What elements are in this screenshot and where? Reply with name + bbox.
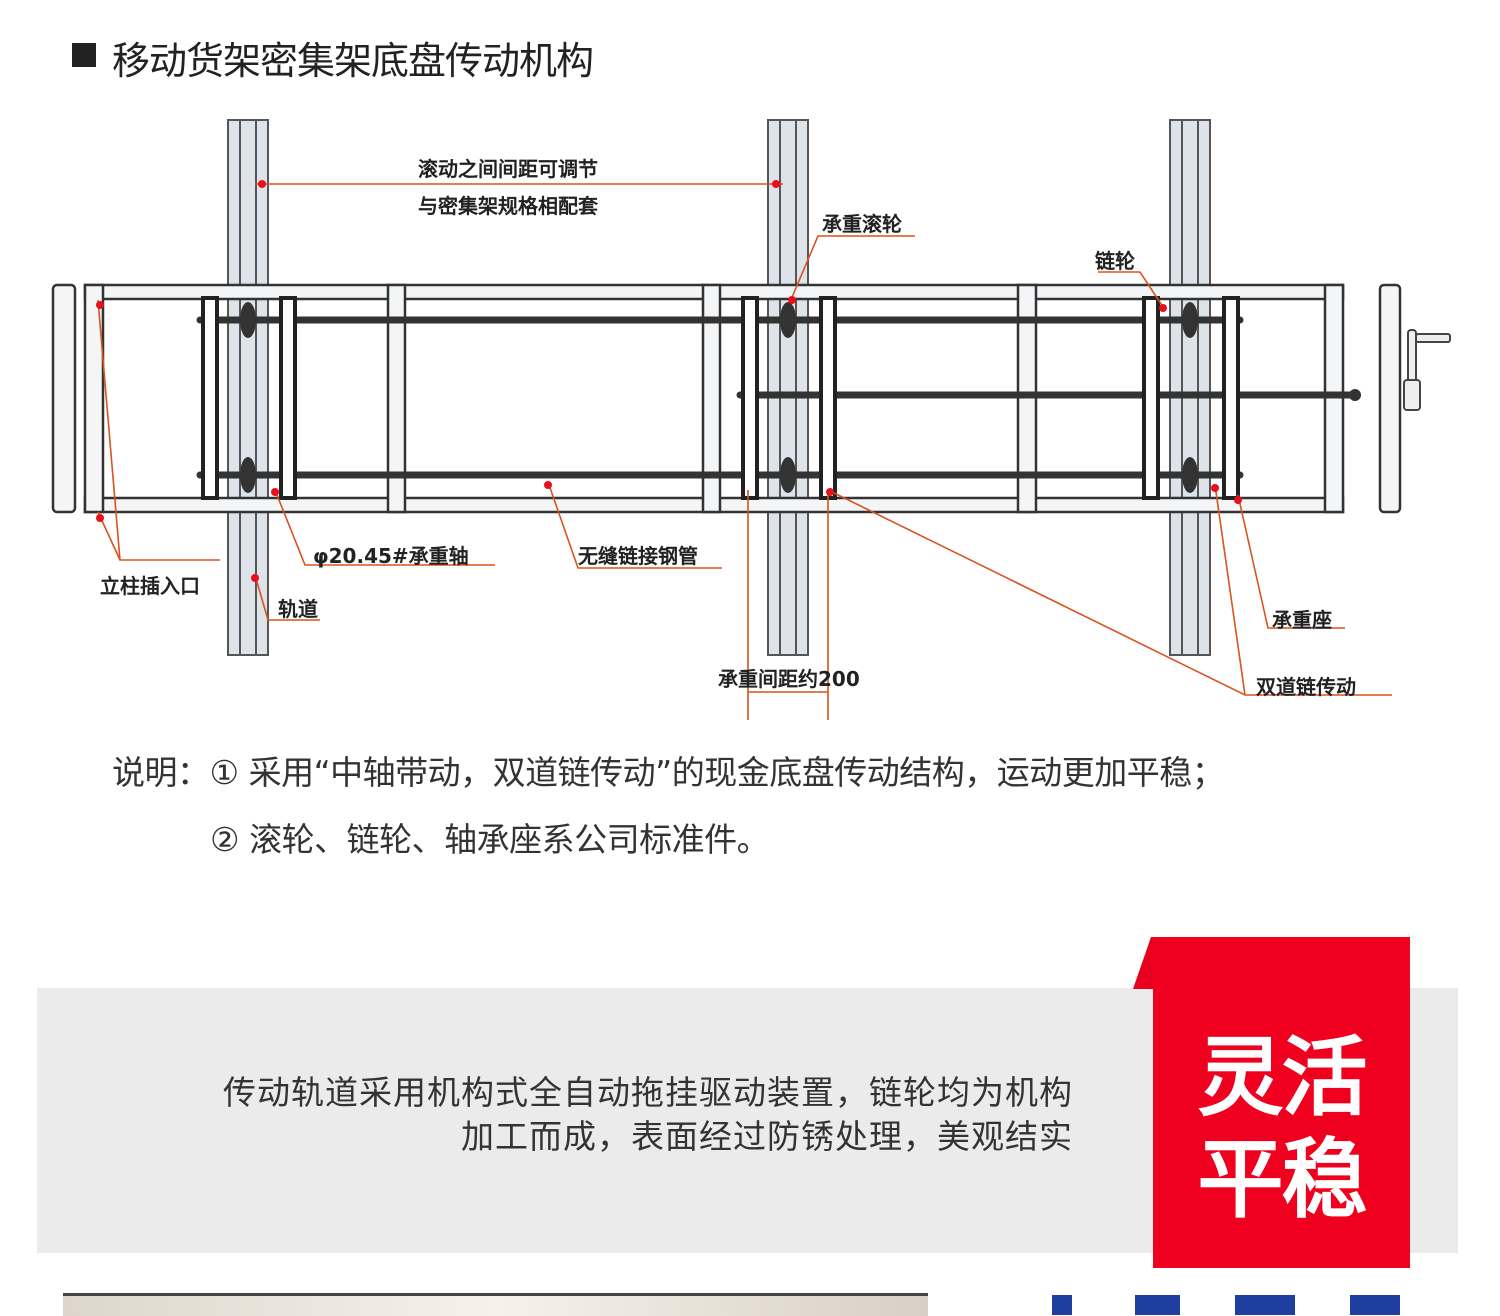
label-load-spacing: 承重间距约200 [718, 667, 860, 691]
product-photo-shelf-part [1135, 1295, 1180, 1315]
rail-left [227, 119, 269, 656]
label-shaft: φ20.45#承重轴 [313, 544, 469, 568]
description-line1: 说明：① 采用“中轴带动，双道链传动”的现金底盘传动结构，运动更加平稳； [112, 753, 1225, 792]
label-seamless-tube: 无缝链接钢管 [578, 544, 698, 568]
leader-lines [97, 183, 1392, 720]
roller-assemblies [201, 296, 1240, 500]
feature-badge: 灵活 平稳 [1153, 937, 1410, 1268]
left-end-plate [51, 283, 77, 514]
label-spacing-line1: 滚动之间间距可调节 [418, 157, 598, 181]
label-spacing-line2: 与密集架规格相配套 [418, 194, 598, 218]
page-title: 移动货架密集架底盘传动机构 [112, 39, 594, 83]
shafts [196, 316, 1354, 479]
title-bullet-icon [72, 43, 96, 67]
badge-word-2: 平稳 [1197, 1130, 1368, 1230]
product-photo [63, 1293, 928, 1316]
rollers [240, 302, 1361, 493]
arrow-heads [96, 180, 1242, 582]
label-track: 轨道 [278, 597, 318, 621]
badge-word-1: 灵活 [1197, 1028, 1368, 1128]
label-load-roller: 承重滚轮 [822, 212, 902, 236]
label-sprocket: 链轮 [1095, 249, 1135, 273]
right-end-plate [1378, 283, 1402, 514]
label-double-chain: 双道链传动 [1256, 675, 1356, 699]
rails [227, 119, 1211, 656]
label-bearing-seat: 承重座 [1272, 608, 1332, 632]
feature-text-line1: 传动轨道采用机构式全自动拖挂驱动装置，链轮均为机构 [223, 1073, 1073, 1112]
rail-middle [767, 119, 809, 656]
crank-handle-icon [1403, 329, 1451, 411]
label-column-inlet: 立柱插入口 [100, 574, 200, 598]
feature-text-line2: 加工而成，表面经过防锈处理，美观结实 [461, 1117, 1073, 1156]
product-photo-shelf-part [1235, 1295, 1295, 1315]
product-photo-shelf-part [1052, 1295, 1072, 1315]
product-photo-shelf-part [1350, 1295, 1400, 1315]
chassis-diagram [51, 119, 1451, 720]
rail-right [1169, 119, 1211, 656]
description-line2: ② 滚轮、链轮、轴承座系公司标准件。 [210, 820, 770, 859]
